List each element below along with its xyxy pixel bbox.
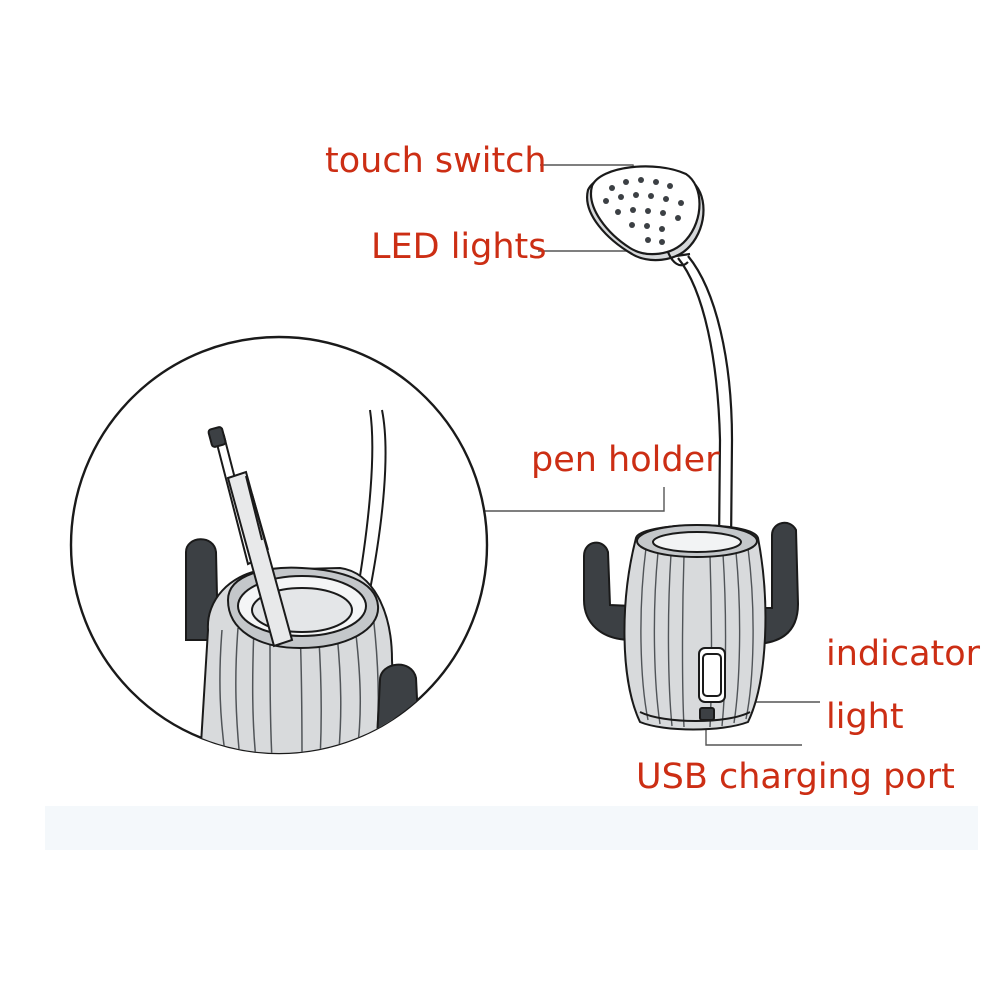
pen-holder-detail-magnifier	[69, 335, 489, 755]
usb-port-icon	[699, 707, 715, 721]
led-lights-label: LED lights	[371, 227, 547, 267]
bottom-band	[45, 806, 978, 850]
light-label: light	[826, 697, 904, 737]
touch-switch-label: touch switch	[325, 141, 547, 181]
cactus-body	[623, 524, 767, 731]
indicator-label: indicator	[826, 634, 981, 674]
usb-charging-port-label: USB charging port	[636, 757, 955, 797]
lamp-clip	[698, 647, 726, 721]
lamp-head	[586, 165, 705, 267]
pen-holder-label: pen holder	[531, 440, 720, 480]
cactus-arm-left	[583, 541, 633, 642]
pen-holder-leader	[472, 487, 665, 512]
gooseneck	[675, 252, 734, 651]
pen	[207, 426, 294, 648]
led-dots	[603, 177, 684, 245]
